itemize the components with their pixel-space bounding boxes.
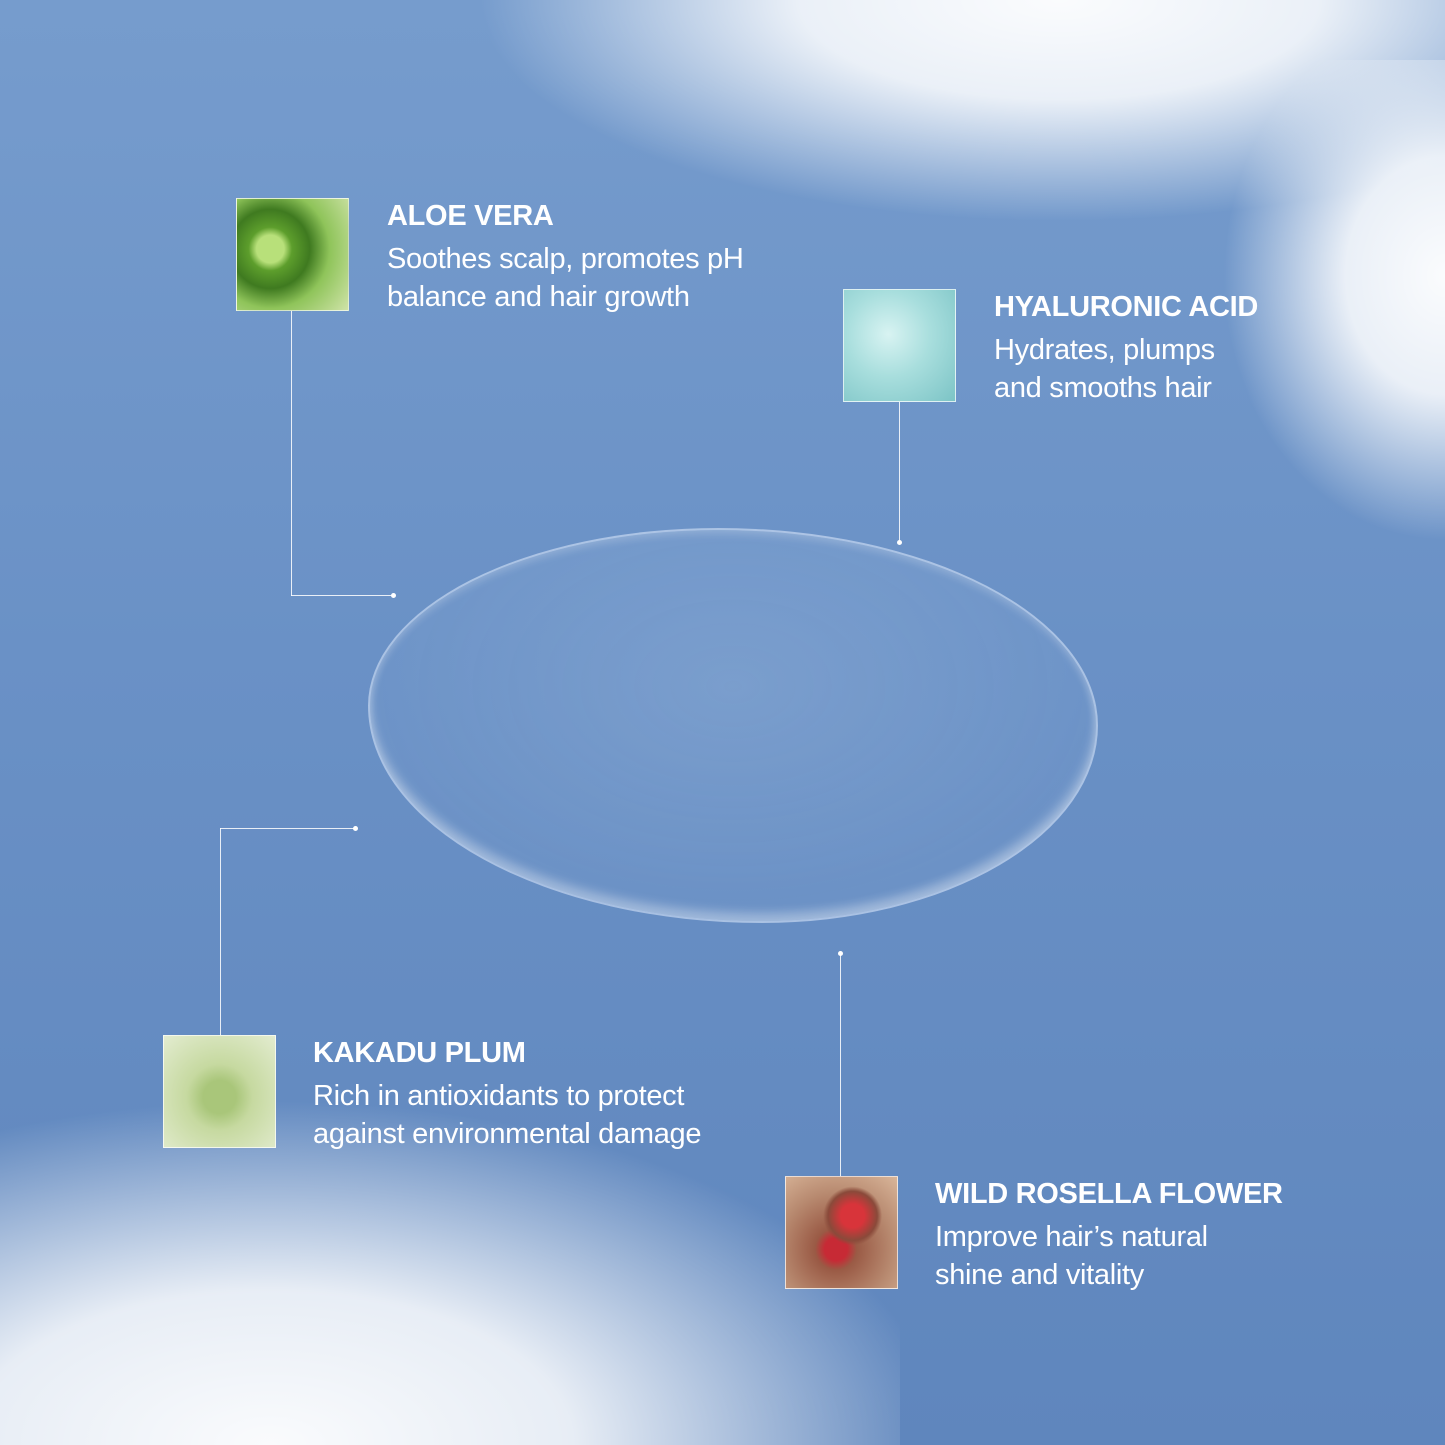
ingredient-title: KAKADU PLUM [313, 1037, 526, 1069]
connector-line [220, 828, 221, 1035]
connector-dot [391, 593, 396, 598]
aloe-vera-image [236, 198, 349, 311]
ingredient-hyaluronic-acid: HYALURONIC ACID Hydrates, plumps and smo… [994, 291, 1258, 407]
connector-line [899, 402, 900, 543]
wild-rosella-flower-image [785, 1176, 898, 1289]
gel-droplet-image [368, 528, 1098, 923]
ingredient-aloe-vera: ALOE VERA Soothes scalp, promotes pH bal… [387, 200, 777, 316]
connector-dot [897, 540, 902, 545]
ingredient-description: Improve hair’s natural shine and vitalit… [935, 1221, 1208, 1291]
connector-line [840, 953, 841, 1176]
ingredient-description: Rich in antioxidants to protect against … [313, 1080, 702, 1150]
connector-line [291, 311, 292, 596]
connector-line [220, 828, 355, 829]
ingredient-wild-rosella-flower: WILD ROSELLA FLOWER Improve hair’s natur… [935, 1178, 1283, 1294]
hyaluronic-acid-image [843, 289, 956, 402]
kakadu-plum-image [163, 1035, 276, 1148]
cloud-bottom-left [0, 1040, 900, 1445]
connector-dot [353, 826, 358, 831]
connector-line [291, 595, 393, 596]
ingredient-title: ALOE VERA [387, 200, 554, 232]
cloud-right [1150, 60, 1445, 540]
ingredient-title: WILD ROSELLA FLOWER [935, 1178, 1283, 1210]
ingredient-kakadu-plum: KAKADU PLUM Rich in antioxidants to prot… [313, 1037, 753, 1153]
connector-dot [838, 951, 843, 956]
ingredient-description: Soothes scalp, promotes pH balance and h… [387, 243, 744, 313]
ingredient-description: Hydrates, plumps and smooths hair [994, 334, 1215, 404]
ingredient-title: HYALURONIC ACID [994, 291, 1259, 323]
